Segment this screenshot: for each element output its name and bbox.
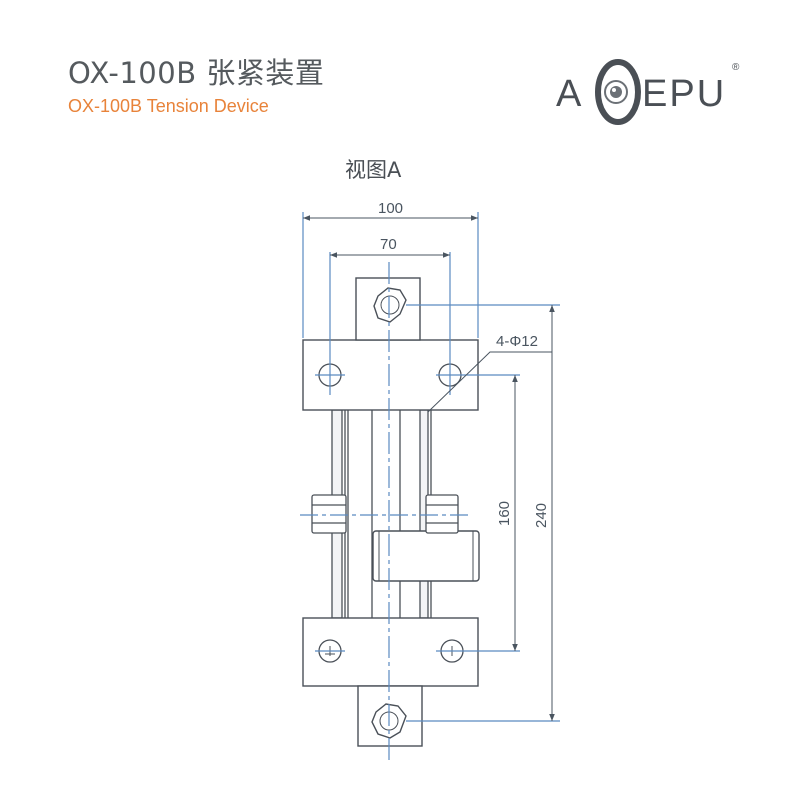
dim-inner-width: 70	[380, 236, 397, 253]
logo-letters-epu: EPU	[642, 73, 726, 115]
dim-outer-width: 100	[378, 200, 403, 217]
view-label: 视图A	[345, 158, 402, 182]
top-bolt-hex	[373, 287, 407, 323]
left-nut	[311, 494, 347, 534]
dim-hole-spacing: 160	[496, 501, 513, 526]
dim-overall-height: 240	[533, 503, 550, 528]
page-title: OX-100B 张紧装置	[68, 56, 325, 90]
dim-hole-callout: 4-Φ12	[496, 333, 538, 350]
concentric-circle-logo-icon	[595, 59, 641, 125]
dimension-lines	[303, 215, 555, 721]
brand-logo: A EPU ®	[556, 59, 740, 125]
side-rods	[331, 409, 432, 619]
right-nut	[425, 494, 459, 534]
center-lines	[300, 212, 560, 760]
center-shaft	[371, 410, 401, 618]
logo-letter-a: A	[556, 73, 582, 115]
registered-mark: ®	[732, 62, 740, 73]
page-subtitle: OX-100B Tension Device	[68, 96, 269, 116]
